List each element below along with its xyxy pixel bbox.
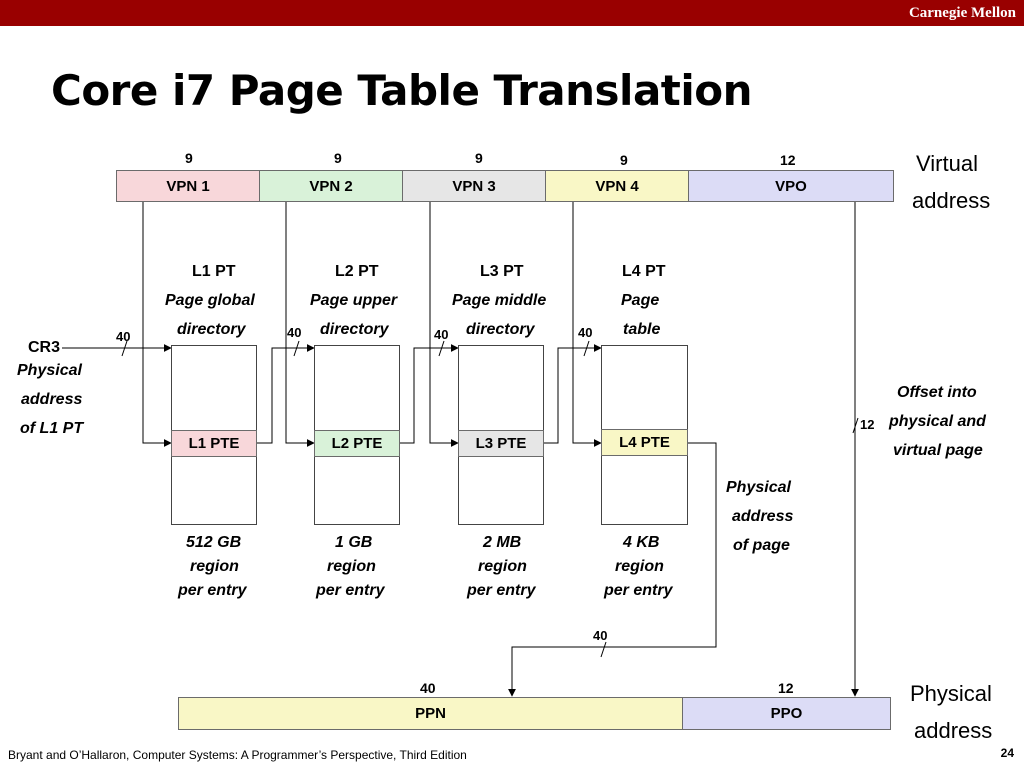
l1-region-1: 512 GB [186, 534, 242, 551]
l2-region-1: 1 GB [335, 534, 373, 551]
l1-region-2: region [190, 558, 239, 575]
l1-width-slash [293, 340, 300, 357]
ppo-bits: 12 [778, 680, 794, 696]
cr3-width-slash [121, 340, 128, 357]
virtual-address-label-2: address [912, 188, 991, 213]
vpn4-to-l4pte-arrow [572, 201, 602, 447]
physical-address-label-2: address [914, 718, 993, 743]
l1-table-name: L1 PT [192, 263, 236, 280]
l3-width-slash [583, 340, 590, 357]
l4-region-1: 4 KB [623, 534, 660, 551]
header-bar: Carnegie Mellon [0, 0, 1024, 26]
l3-region-3: per entry [467, 582, 536, 599]
slide-title: Core i7 Page Table Translation [51, 66, 753, 115]
l2-region-3: per entry [316, 582, 385, 599]
l2-region-2: region [327, 558, 376, 575]
vpo-bits: 12 [780, 152, 796, 168]
vpn3-to-l3pte-arrow [429, 201, 459, 447]
footer-citation: Bryant and O’Hallaron, Computer Systems:… [8, 748, 467, 762]
l2-pte: L2 PTE [314, 430, 400, 457]
vpn3-field: VPN 3 [402, 170, 546, 202]
ppn-field: PPN [178, 697, 683, 730]
brand-name: Carnegie Mellon [908, 5, 1016, 21]
l3-table-name: L3 PT [480, 263, 524, 280]
cr3-bits: 40 [116, 329, 131, 344]
cr3-desc-3: of L1 PT [20, 420, 84, 437]
cr3-desc-2: address [21, 391, 83, 408]
vpn4-bits: 9 [620, 152, 628, 168]
offset-bits: 12 [860, 417, 875, 432]
l4-region-2: region [615, 558, 664, 575]
l2-table-desc-1: Page upper [310, 292, 398, 309]
page-physical-note-3: of page [733, 537, 790, 554]
l4-region-3: per entry [604, 582, 673, 599]
vpn3-bits: 9 [475, 150, 483, 166]
l2-table-desc-2: directory [320, 321, 389, 338]
cr3-desc-1: Physical [17, 362, 82, 379]
l3pte-to-l4pt-arrow [544, 344, 602, 444]
l4pte-to-ppn-arrow [508, 442, 717, 697]
vpn2-to-l2pte-arrow [285, 201, 315, 447]
cr3-label: CR3 [28, 339, 61, 356]
l1-table-desc-1: Page global [165, 292, 255, 309]
l1-pte: L1 PTE [171, 430, 257, 457]
l3-in-bits: 40 [434, 327, 449, 342]
vpn4-field: VPN 4 [545, 170, 689, 202]
vpn1-to-l1pte-arrow [142, 201, 172, 447]
l4-table-desc-1: Page [621, 292, 660, 309]
l3-region-2: region [478, 558, 527, 575]
l3-table-desc-1: Page middle [452, 292, 547, 309]
l1-region-3: per entry [178, 582, 247, 599]
ppn-width-slash [600, 641, 607, 658]
l2-table-name: L2 PT [335, 263, 379, 280]
page-physical-note-2: address [732, 508, 794, 525]
vpn1-bits: 9 [185, 150, 193, 166]
l4-table-name: L4 PT [622, 263, 666, 280]
offset-note-2: physical and [889, 413, 986, 430]
physical-address-label-1: Physical [910, 681, 992, 706]
l2pte-to-l3pt-arrow [400, 344, 459, 444]
virtual-address-label-1: Virtual [916, 151, 978, 176]
l3-table-desc-2: directory [466, 321, 535, 338]
l4-table-desc-2: table [623, 321, 661, 338]
l3-region-1: 2 MB [483, 534, 522, 551]
ppo-field: PPO [682, 697, 891, 730]
vpo-field: VPO [688, 170, 894, 202]
l4-in-bits: 40 [578, 325, 593, 340]
offset-note-3: virtual page [893, 442, 983, 459]
l3-pte: L3 PTE [458, 430, 544, 457]
page-physical-note-1: Physical [726, 479, 791, 496]
l4-pte: L4 PTE [601, 429, 688, 456]
vpn2-field: VPN 2 [259, 170, 403, 202]
vpn2-bits: 9 [334, 150, 342, 166]
l2-width-slash [438, 340, 445, 357]
page-number: 24 [1000, 746, 1014, 760]
vpo-width-slash [852, 417, 859, 434]
ppn-bits: 40 [420, 680, 436, 696]
l2-in-bits: 40 [287, 325, 302, 340]
l1pte-to-l2pt-arrow [257, 344, 315, 444]
vpn1-field: VPN 1 [116, 170, 260, 202]
l1-table-desc-2: directory [177, 321, 246, 338]
offset-note-1: Offset into [897, 384, 977, 401]
ppn-path-bits: 40 [593, 628, 608, 643]
